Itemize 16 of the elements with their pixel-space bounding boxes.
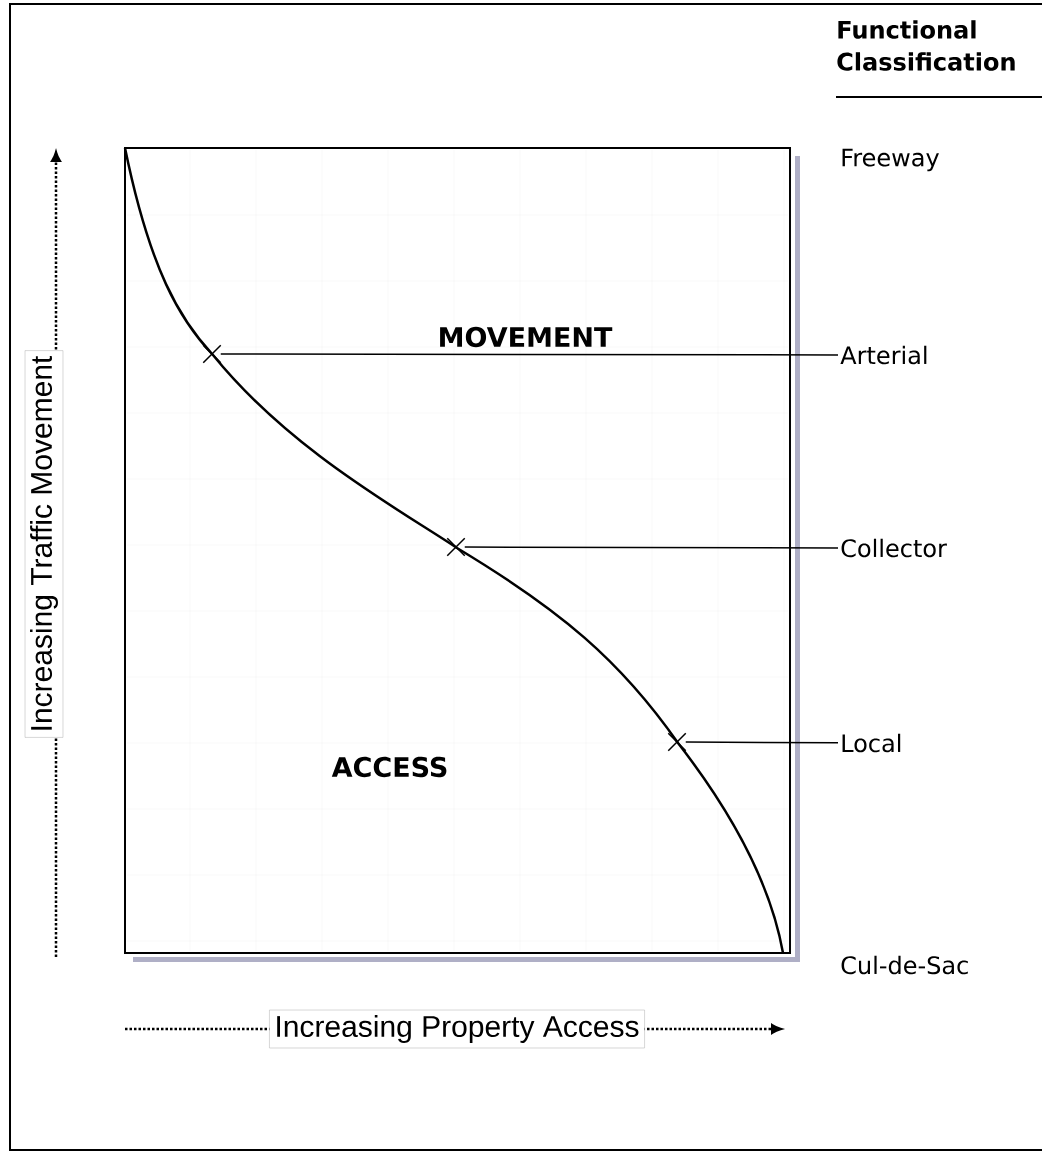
axis-label-box: Increasing Traffic Movement bbox=[24, 350, 64, 738]
heading: Functional Classification bbox=[837, 20, 1015, 71]
leader-line bbox=[685, 741, 839, 744]
class-label: Local bbox=[842, 733, 901, 753]
cross-mark bbox=[446, 537, 466, 557]
region-label: MOVEMENT bbox=[440, 326, 613, 348]
axis-label-box: Increasing Property Access bbox=[269, 1009, 645, 1049]
cross-mark bbox=[202, 344, 222, 364]
class-label: Collector bbox=[841, 538, 947, 558]
class-label: Freeway bbox=[842, 148, 939, 172]
class-label: Cul-de-Sac bbox=[841, 955, 968, 975]
leader-line bbox=[220, 353, 839, 356]
class-label: Arterial bbox=[840, 345, 927, 365]
region-label: ACCESS bbox=[331, 756, 447, 778]
leader-line bbox=[464, 546, 839, 549]
cross-mark bbox=[667, 732, 687, 752]
